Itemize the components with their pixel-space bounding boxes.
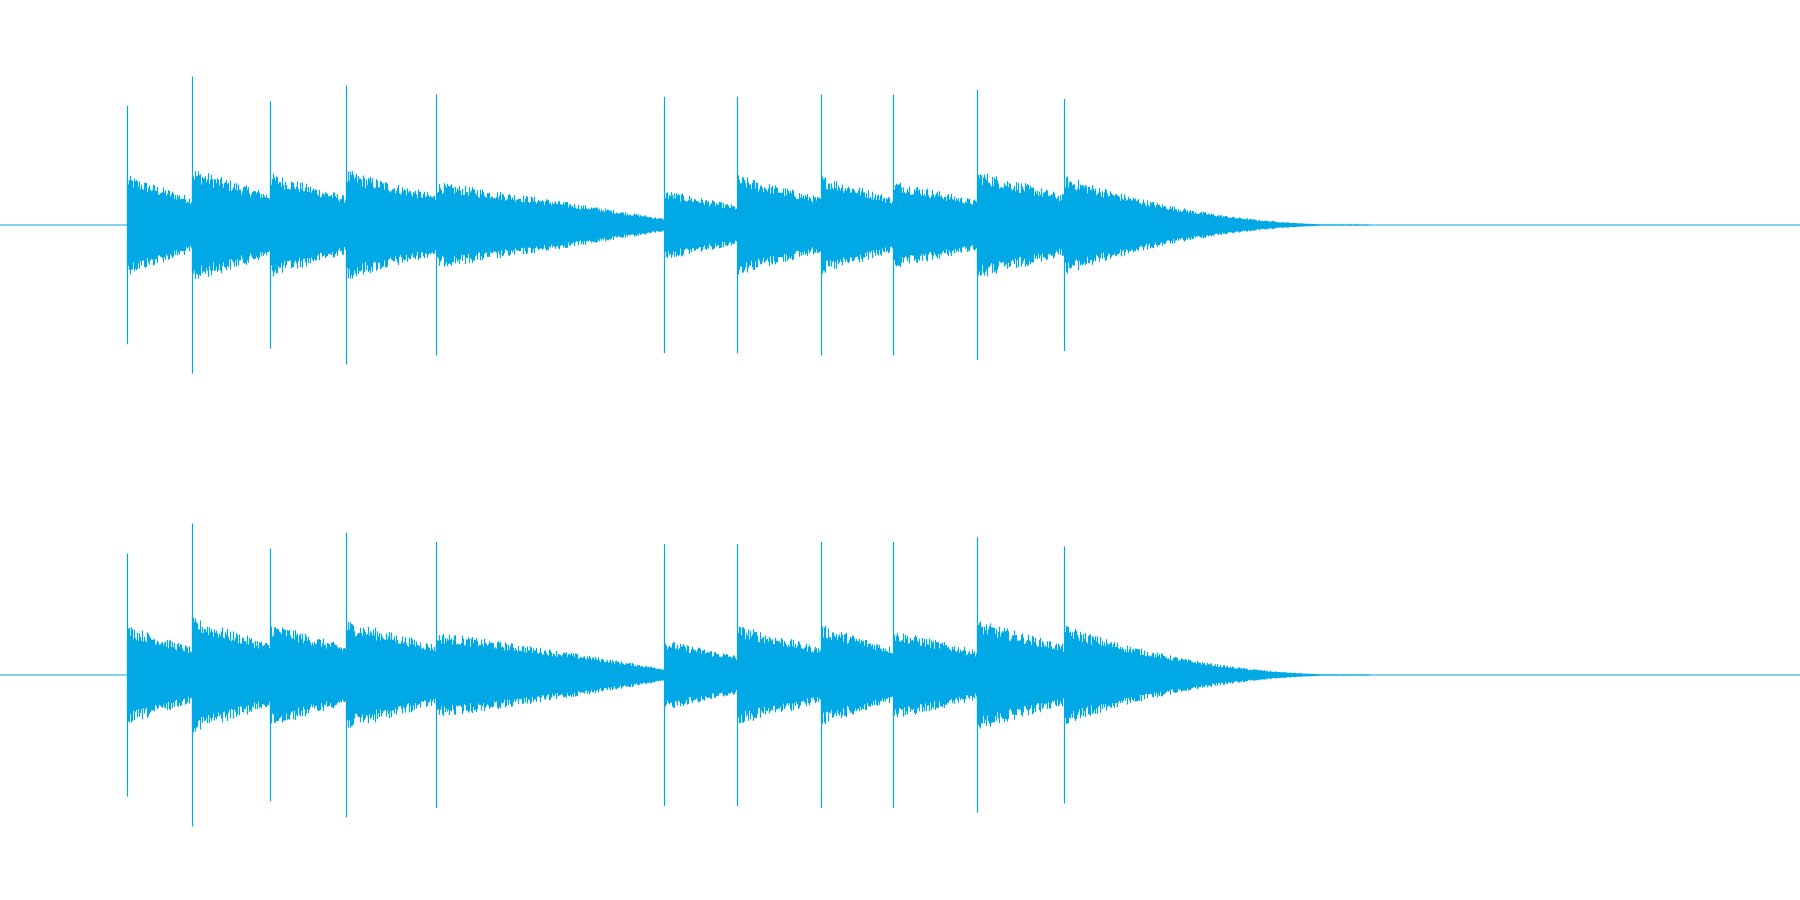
waveform-envelope bbox=[126, 171, 1370, 279]
waveform-envelope bbox=[126, 617, 1370, 733]
waveform-channel-1 bbox=[0, 76, 1800, 374]
waveform-channel-2 bbox=[0, 523, 1800, 827]
